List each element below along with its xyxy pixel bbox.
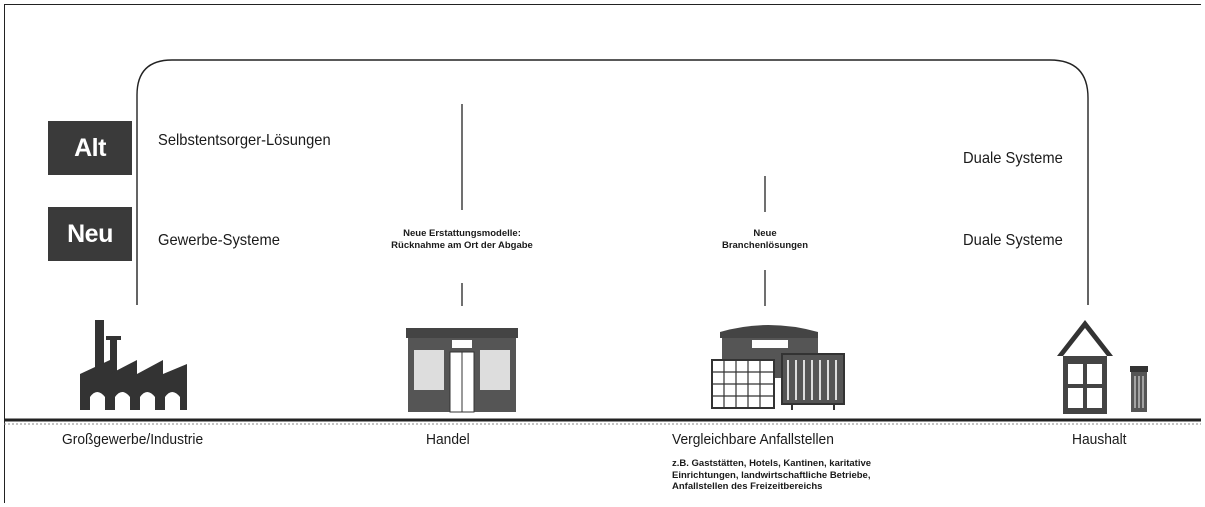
trash-bin-icon xyxy=(1130,366,1148,412)
label-alt-right: Duale Systeme xyxy=(963,150,1063,167)
category-anfall: Vergleichbare Anfallstellen xyxy=(672,431,834,448)
handel-mid-line-1: Neue Erstattungsmodelle: xyxy=(403,228,521,239)
category-industrie: Großgewerbe/Industrie xyxy=(62,431,204,448)
tag-alt: Alt xyxy=(48,121,132,175)
anfall-detail-line-3: Anfallstellen des Freizeitbereichs xyxy=(672,481,823,492)
category-handel: Handel xyxy=(426,431,470,448)
anfall-detail-line-1: z.B. Gaststätten, Hotels, Kantinen, kari… xyxy=(672,458,872,469)
label-alt-left: Selbstentsorger-Lösungen xyxy=(158,132,331,149)
house-icon xyxy=(1057,320,1113,414)
anfall-mid-line-2: Branchenlösungen xyxy=(721,240,809,251)
label-neu-right: Duale Systeme xyxy=(963,232,1063,249)
label-neu-left: Gewerbe-Systeme xyxy=(158,232,280,249)
handel-mid-label: Neue Erstattungsmodelle: Rücknahme am Or… xyxy=(362,228,562,252)
anfall-mid-label: Neue Branchenlösungen xyxy=(690,228,840,252)
anfall-mid-line-1: Neue xyxy=(753,228,777,239)
system-bracket xyxy=(136,59,1089,305)
tag-neu: Neu xyxy=(48,207,132,261)
category-anfall-detail: z.B. Gaststätten, Hotels, Kantinen, kari… xyxy=(672,458,871,493)
diagram-frame xyxy=(4,4,1201,503)
handel-mid-line-2: Rücknahme am Ort der Abgabe xyxy=(391,240,533,251)
anfall-detail-line-2: Einrichtungen, landwirtschaftliche Betri… xyxy=(672,469,871,481)
shop-icon xyxy=(406,328,518,413)
factory-icon xyxy=(80,320,187,410)
market-with-containers-icon xyxy=(711,325,845,410)
category-haushalt: Haushalt xyxy=(1072,431,1127,448)
